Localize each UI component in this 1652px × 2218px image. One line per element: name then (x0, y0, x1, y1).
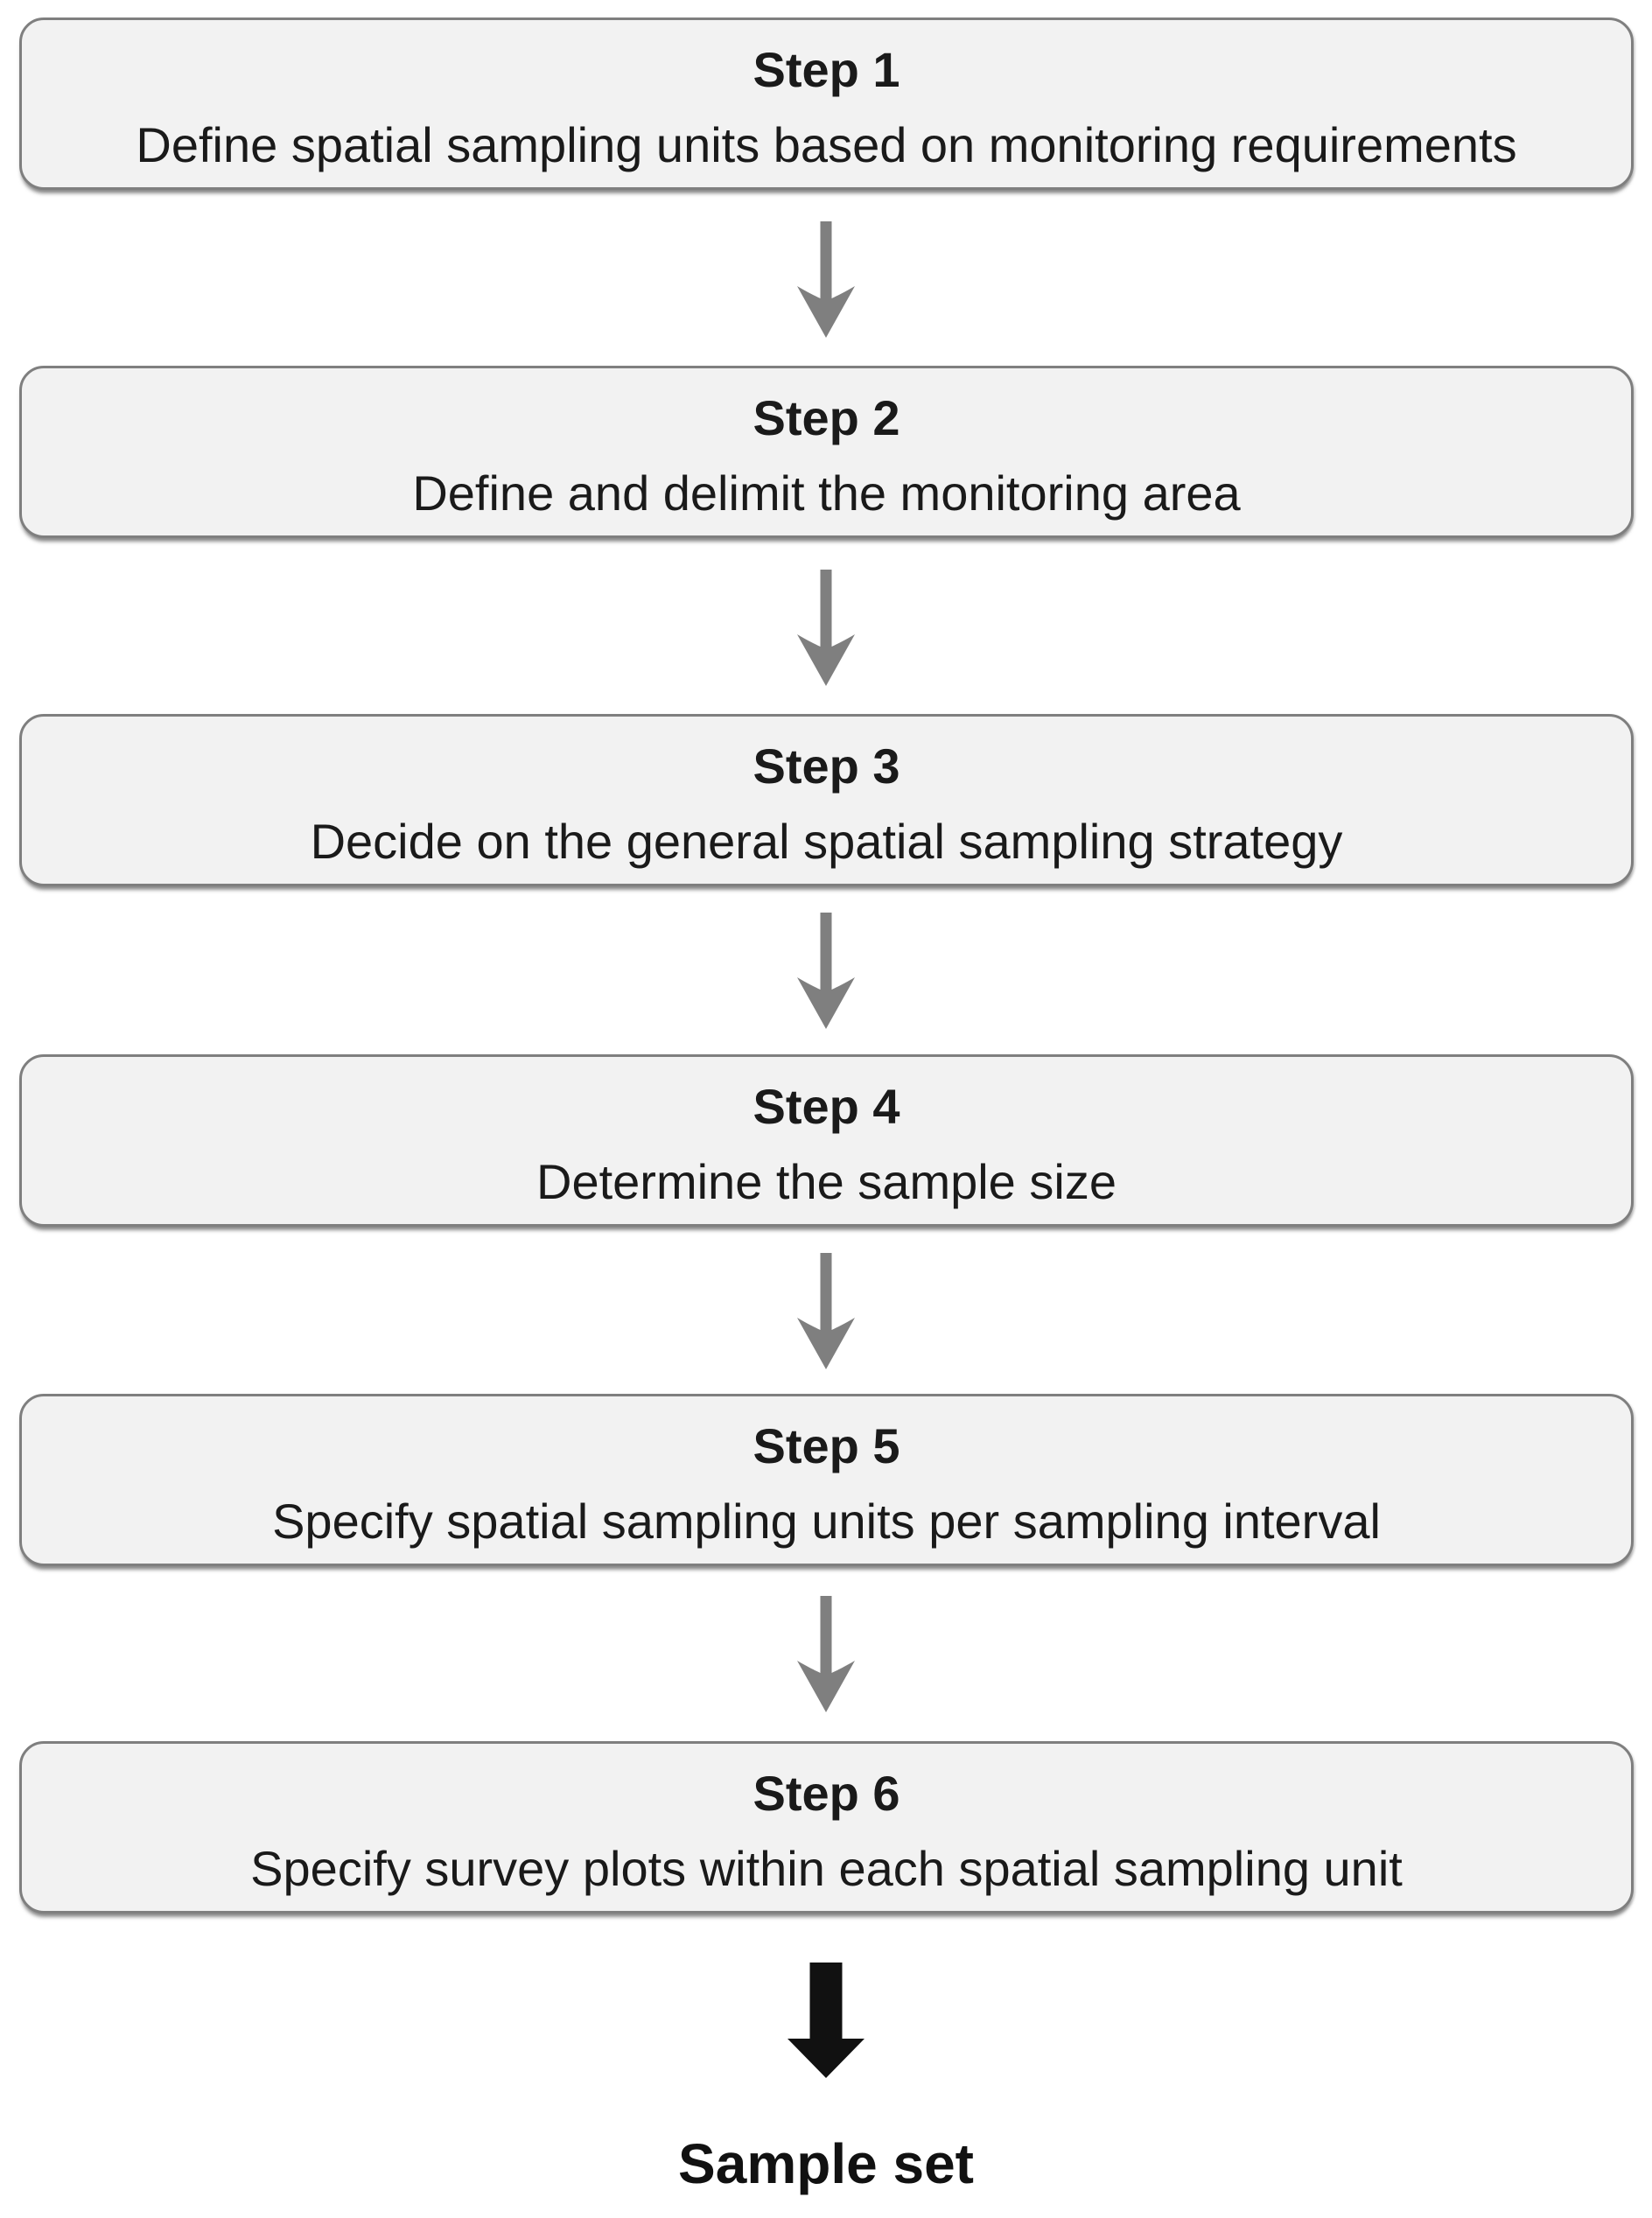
step-box-3: Step 3 Decide on the general spatial sam… (19, 714, 1634, 886)
step-description: Define and delimit the monitoring area (412, 465, 1241, 521)
step-title: Step 1 (752, 41, 900, 97)
step-description: Specify survey plots within each spatial… (250, 1840, 1403, 1896)
down-arrow-icon (797, 570, 855, 686)
step-title: Step 4 (752, 1078, 900, 1134)
step-title: Step 6 (752, 1765, 900, 1821)
step-title: Step 3 (752, 738, 900, 794)
black-down-arrow-icon (788, 1963, 864, 2078)
step-description: Define spatial sampling units based on m… (136, 116, 1517, 172)
step-box-5: Step 5 Specify spatial sampling units pe… (19, 1394, 1634, 1566)
step-title: Step 2 (752, 389, 900, 445)
step-description: Determine the sample size (536, 1153, 1116, 1209)
down-arrow-icon (797, 221, 855, 338)
step-description: Decide on the general spatial sampling s… (310, 813, 1343, 869)
step-box-1: Step 1 Define spatial sampling units bas… (19, 17, 1634, 190)
step-box-6: Step 6 Specify survey plots within each … (19, 1741, 1634, 1914)
down-arrow-icon (797, 913, 855, 1029)
step-title: Step 5 (752, 1417, 900, 1473)
step-box-2: Step 2 Define and delimit the monitoring… (19, 366, 1634, 538)
down-arrow-icon (797, 1596, 855, 1712)
down-arrow-icon (797, 1253, 855, 1369)
step-box-4: Step 4 Determine the sample size (19, 1054, 1634, 1227)
step-description: Specify spatial sampling units per sampl… (272, 1493, 1381, 1549)
sample-set-label: Sample set (678, 2132, 974, 2195)
